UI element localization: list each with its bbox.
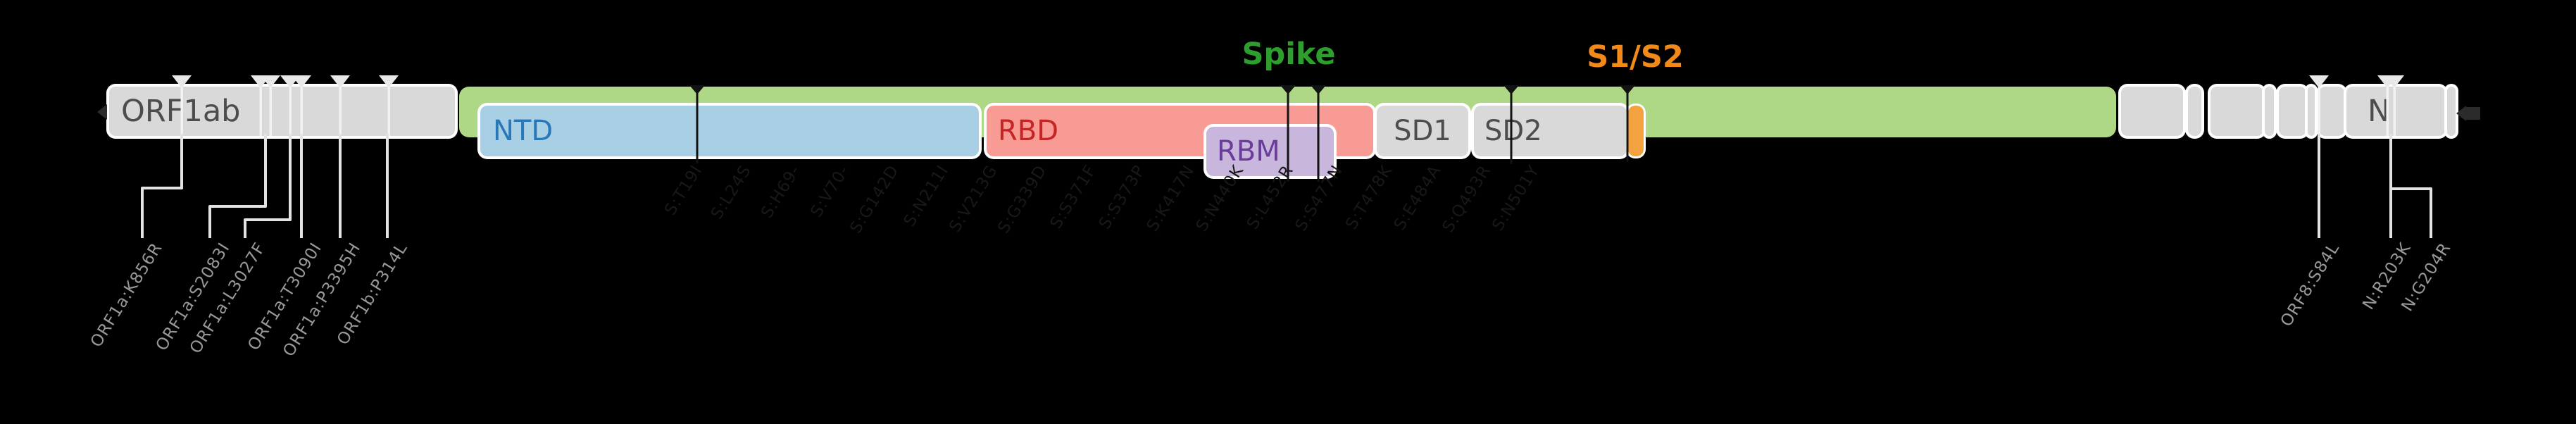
gene-tick-line xyxy=(339,87,342,136)
domain-label-rbm: RBM xyxy=(1217,135,1280,168)
gene-tick-line xyxy=(2393,87,2396,136)
gene-tick-caret xyxy=(261,75,280,88)
gene-tick-line xyxy=(259,87,262,136)
gene-box-e xyxy=(2188,87,2201,136)
spike-domain-rbm: RBM xyxy=(1206,127,1334,176)
spike-tick-line xyxy=(1510,85,1513,164)
domain-label-ntd: NTD xyxy=(493,115,554,147)
callout-line-left-2 xyxy=(244,134,292,238)
gene-tick-line xyxy=(300,87,303,136)
gene-box-orf1ab: ORF1ab xyxy=(109,87,455,136)
gene-tick-caret xyxy=(2384,75,2404,88)
gene-tick-caret xyxy=(172,75,192,88)
gene-tick-caret xyxy=(330,75,350,88)
five-prime-end-marker xyxy=(97,104,107,120)
callout-line-left-0 xyxy=(141,134,183,238)
spike-domain-sd1: SD1 xyxy=(1377,106,1468,156)
gene-box-orf3a xyxy=(2121,87,2183,136)
floating-label-spike: Spike xyxy=(1242,37,1336,72)
gene-box-orf7a xyxy=(2279,87,2306,136)
gene-tick-caret xyxy=(379,75,399,88)
floating-label-s1s2: S1/S2 xyxy=(1587,39,1684,75)
three-prime-end-tail xyxy=(2465,107,2480,120)
gene-box-orf6 xyxy=(2265,87,2274,136)
gene-tick-caret xyxy=(2309,75,2329,88)
gene-box-m xyxy=(2211,87,2263,136)
spike-tick-line xyxy=(1317,85,1320,182)
s1s2-marker-bar xyxy=(1628,106,1644,156)
callout-line-left-1 xyxy=(208,134,267,238)
callout-line-right-2 xyxy=(2392,187,2432,238)
gene-tick-caret xyxy=(292,75,311,88)
spike-domain-ntd: NTD xyxy=(480,106,979,156)
spike-tick-line xyxy=(1626,85,1629,162)
gene-tick-line xyxy=(2318,87,2320,136)
gene-box-orf8 xyxy=(2319,87,2344,136)
domain-label-sd1: SD1 xyxy=(1394,115,1451,147)
gene-tick-line xyxy=(289,87,292,136)
gene-tick-line xyxy=(180,87,183,136)
spike-tick-line xyxy=(696,85,699,163)
gene-tick-line xyxy=(2386,87,2389,136)
domain-label-sd2: SD2 xyxy=(1484,115,1542,147)
three-prime-end-arrow xyxy=(2456,106,2466,121)
spike-domain-sd2: SD2 xyxy=(1474,106,1627,156)
gene-tick-line xyxy=(387,87,390,136)
spike-tick-line xyxy=(1287,85,1289,182)
domain-label-rbd: RBD xyxy=(998,115,1059,147)
gene-box-orf10 xyxy=(2447,87,2456,136)
gene-box-orf7b xyxy=(2308,87,2315,136)
gene-tick-line xyxy=(269,87,272,136)
